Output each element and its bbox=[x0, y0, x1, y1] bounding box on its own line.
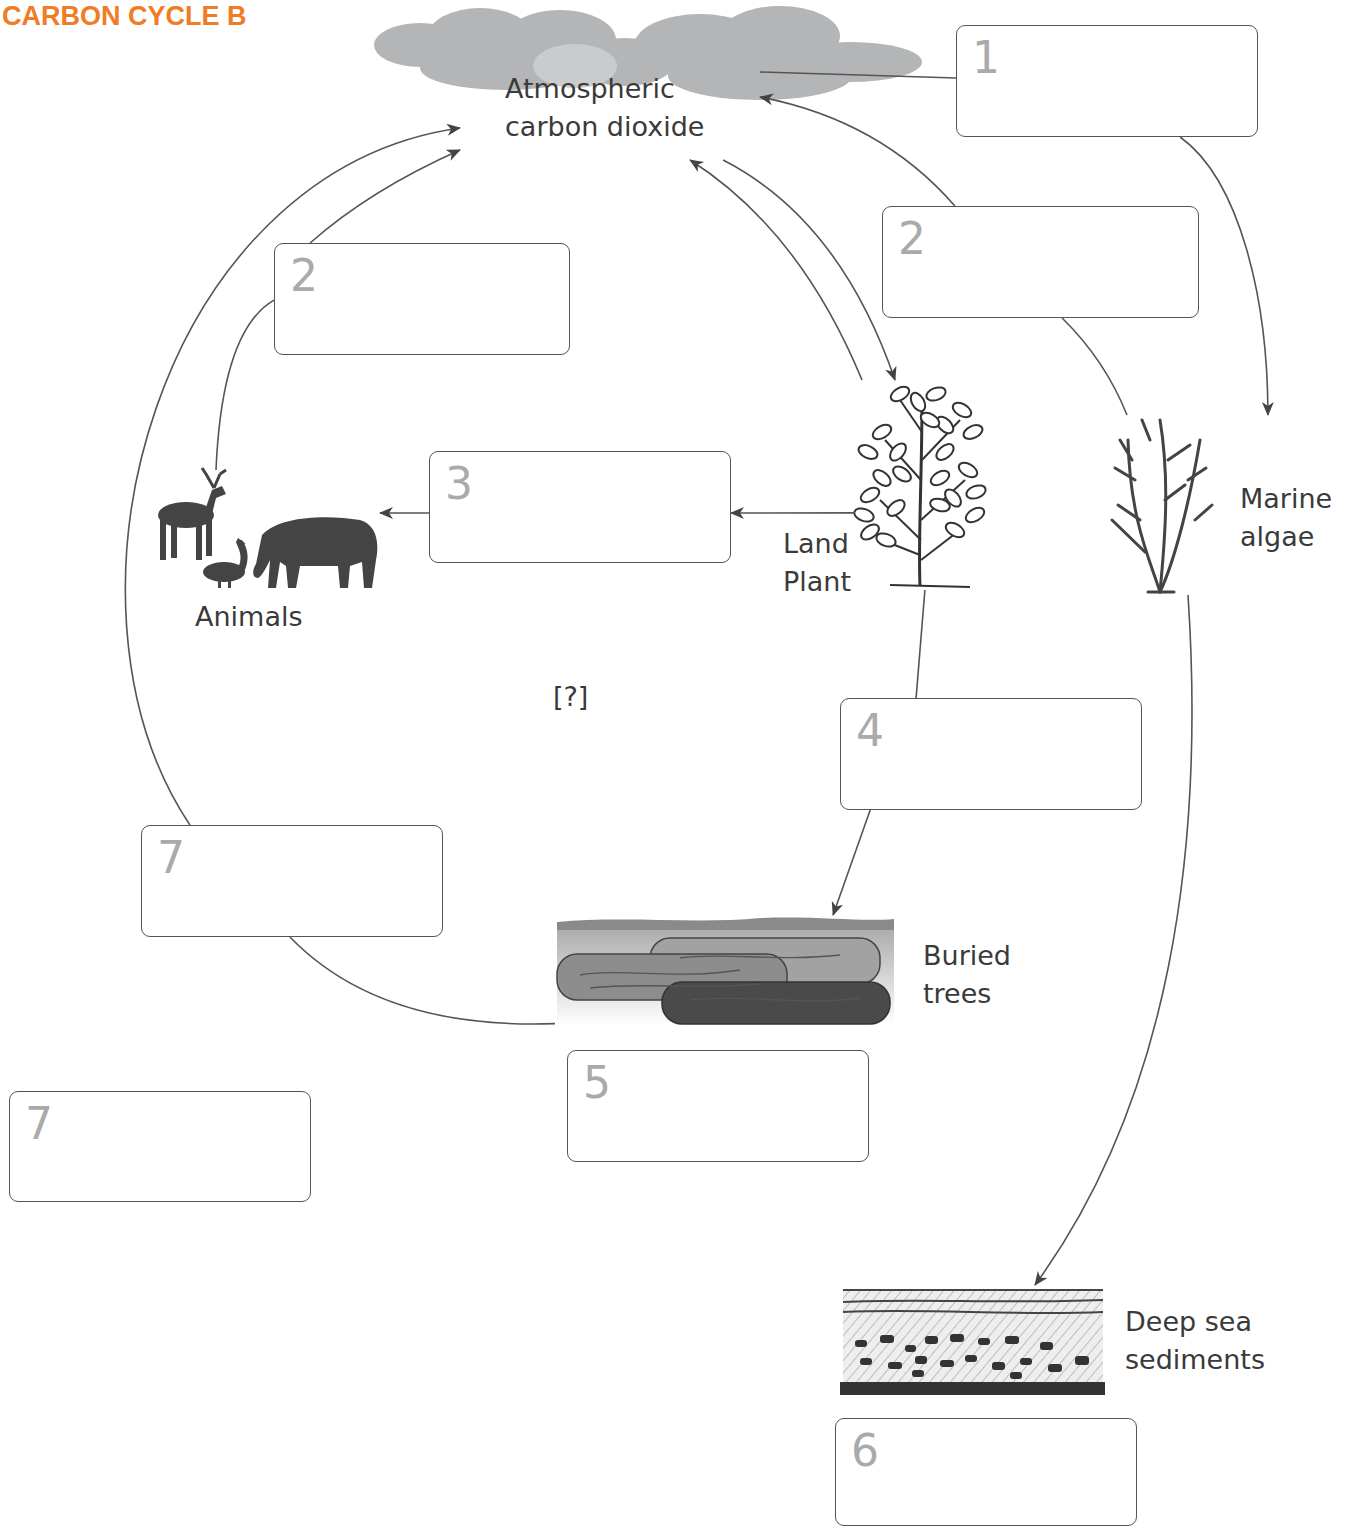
picture-node: Marine algae bbox=[1100, 415, 1280, 595]
callout-number: 6 bbox=[851, 1425, 879, 1477]
cycle-arrow bbox=[290, 937, 555, 1024]
picture-node: Deep sea sediments bbox=[840, 1285, 1105, 1397]
animals-picture bbox=[158, 468, 377, 588]
callout-number: 1 bbox=[972, 32, 1000, 84]
cycle-arrow bbox=[760, 97, 955, 206]
picture-label: Deep sea sediments bbox=[1125, 1303, 1280, 1379]
cycle-arrow bbox=[310, 150, 460, 243]
picture-label: Marine algae bbox=[1240, 480, 1350, 556]
callout-number: 3 bbox=[445, 458, 473, 510]
cycle-arrow bbox=[760, 72, 956, 78]
cycle-arrow bbox=[380, 512, 429, 514]
callout-number: 2 bbox=[898, 213, 926, 265]
picture-node: Buried trees bbox=[555, 915, 895, 1027]
number-box: 2 bbox=[882, 206, 1199, 318]
cycle-arrow bbox=[125, 128, 460, 825]
number-box: 1 bbox=[956, 25, 1258, 137]
callout-number: 7 bbox=[157, 832, 185, 884]
callout-number: 5 bbox=[583, 1057, 611, 1109]
diagram-title: CARBON CYCLE B bbox=[2, 1, 247, 31]
cycle-arrow bbox=[216, 300, 274, 470]
picture-node: Animals bbox=[155, 470, 380, 595]
number-box: 6 bbox=[835, 1418, 1137, 1526]
tree-picture bbox=[853, 384, 988, 587]
picture-label: Land Plant bbox=[783, 525, 865, 601]
reservoir-label: Atmospheric carbon dioxide bbox=[505, 70, 720, 146]
cycle-arrow bbox=[1062, 318, 1127, 415]
cycle-arrow bbox=[916, 590, 925, 698]
cycle-arrow bbox=[833, 810, 870, 915]
number-box: 7 bbox=[9, 1091, 311, 1202]
number-box: 2 bbox=[274, 243, 570, 355]
cloud-node: Atmospheric carbon dioxide bbox=[460, 30, 760, 160]
cycle-arrow bbox=[690, 160, 862, 380]
buried-trees-picture bbox=[557, 918, 894, 1025]
callout-number: 4 bbox=[856, 705, 884, 757]
picture-node: Land Plant bbox=[855, 380, 985, 590]
cycle-arrow bbox=[731, 512, 855, 514]
algae-picture bbox=[1112, 420, 1212, 592]
number-box: 5 bbox=[567, 1050, 869, 1162]
picture-label: Animals bbox=[195, 598, 345, 636]
number-box: 7 bbox=[141, 825, 443, 937]
picture-label: Buried trees bbox=[923, 937, 1033, 1013]
note-label: [?] bbox=[553, 680, 588, 714]
callout-number: 7 bbox=[25, 1098, 53, 1150]
number-box: 4 bbox=[840, 698, 1142, 810]
number-box: 3 bbox=[429, 451, 731, 563]
callout-number: 2 bbox=[290, 250, 318, 302]
sediment-picture bbox=[840, 1290, 1105, 1395]
cycle-arrow bbox=[723, 160, 895, 380]
